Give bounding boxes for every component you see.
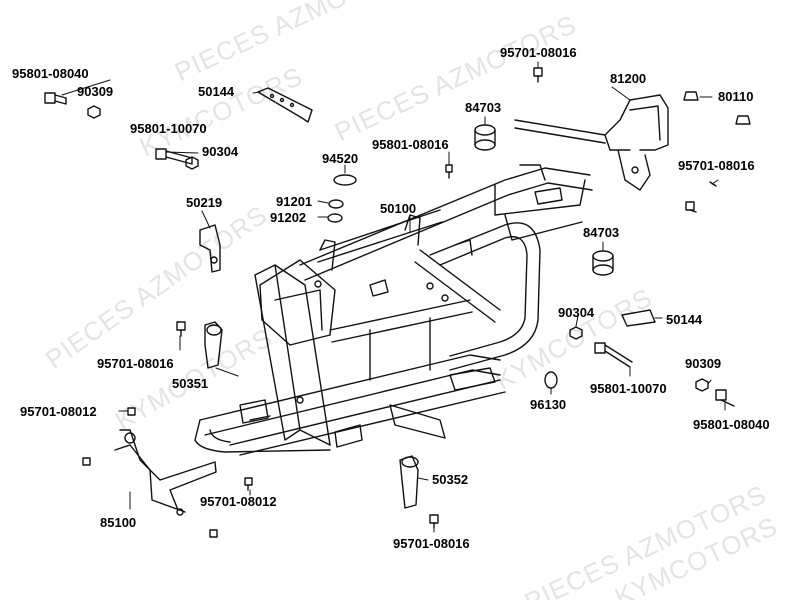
- bolt-95701-08012-small: [82, 457, 91, 466]
- label-50144-right: 50144: [666, 312, 703, 327]
- bumper-84703-right: [592, 250, 614, 276]
- leader-lines: [61, 61, 726, 533]
- bolt-95801-08040-right: [715, 389, 735, 407]
- label-50351: 50351: [172, 376, 209, 391]
- bracket-50219: [199, 224, 221, 273]
- label-91202: 91202: [270, 210, 307, 225]
- front-bumper-85100: [114, 429, 217, 516]
- label-95801-08040-top-left: 95801-08040: [12, 66, 89, 81]
- bolt-95801-08016: [445, 164, 453, 179]
- label-81200: 81200: [610, 71, 647, 86]
- label-50100: 50100: [380, 201, 417, 216]
- bolt-95701-08016-top: [533, 67, 543, 83]
- rear-grab-bar: [514, 94, 669, 191]
- washer-91202: [327, 213, 343, 223]
- label-90304-right: 90304: [558, 305, 595, 320]
- label-96130: 96130: [530, 397, 567, 412]
- label-95701-08016-bottom: 95701-08016: [393, 536, 470, 551]
- cap-80110: [683, 91, 751, 125]
- label-95801-10070-top-left: 95801-10070: [130, 121, 207, 136]
- label-95701-08012-bottom: 95701-08012: [200, 494, 277, 509]
- rubber-strip-50144-top: [257, 87, 313, 123]
- label-94520: 94520: [322, 151, 359, 166]
- rubber-strip-50144-right: [621, 309, 656, 327]
- main-frame: [194, 164, 593, 456]
- bumper-84703-top: [474, 124, 496, 151]
- label-80110: 80110: [718, 89, 754, 104]
- bolt-95701-08016-right: [685, 181, 717, 213]
- label-91201: 91201: [276, 194, 313, 209]
- label-95701-08016-top: 95701-08016: [500, 45, 577, 60]
- bolt-95701-08016-left: [176, 321, 186, 337]
- washer-91201: [328, 199, 344, 209]
- label-95801-10070-right: 95801-10070: [590, 381, 667, 396]
- bracket-50352: [399, 455, 419, 509]
- label-50144-top: 50144: [198, 84, 235, 99]
- nut-90309-left: [87, 105, 101, 119]
- label-84703-top: 84703: [465, 100, 502, 115]
- label-90309-top-left: 90309: [77, 84, 114, 99]
- label-50352: 50352: [432, 472, 469, 487]
- nut-90304-right: [569, 326, 583, 340]
- label-84703-right: 84703: [583, 225, 620, 240]
- bolt-95801-10070-right: [594, 342, 633, 368]
- bolt-95701-08016-bottom: [429, 514, 439, 529]
- washer-96130: [544, 371, 558, 389]
- label-50219: 50219: [186, 195, 223, 210]
- label-95801-08040-right: 95801-08040: [693, 417, 770, 432]
- bolt-95801-10070-left: [155, 148, 193, 165]
- label-95801-08016: 95801-08016: [372, 137, 449, 152]
- label-95701-08016-left: 95701-08016: [97, 356, 174, 371]
- bolt-95701-08012-left: [127, 407, 136, 416]
- label-85100: 85100: [100, 515, 137, 530]
- label-90304-top-left: 90304: [202, 144, 239, 159]
- bolt-small-85100: [209, 529, 218, 538]
- nut-90304-left: [185, 156, 199, 170]
- label-90309-right: 90309: [685, 356, 722, 371]
- bolt-95701-08012-bottom: [244, 477, 253, 491]
- label-95701-08016-right: 95701-08016: [678, 158, 755, 173]
- bolt-95801-08040-left: [44, 92, 67, 105]
- ring-94520: [333, 174, 357, 186]
- nut-90309-right: [695, 378, 709, 392]
- bracket-50351: [204, 321, 223, 369]
- label-95701-08012-left: 95701-08012: [20, 404, 97, 419]
